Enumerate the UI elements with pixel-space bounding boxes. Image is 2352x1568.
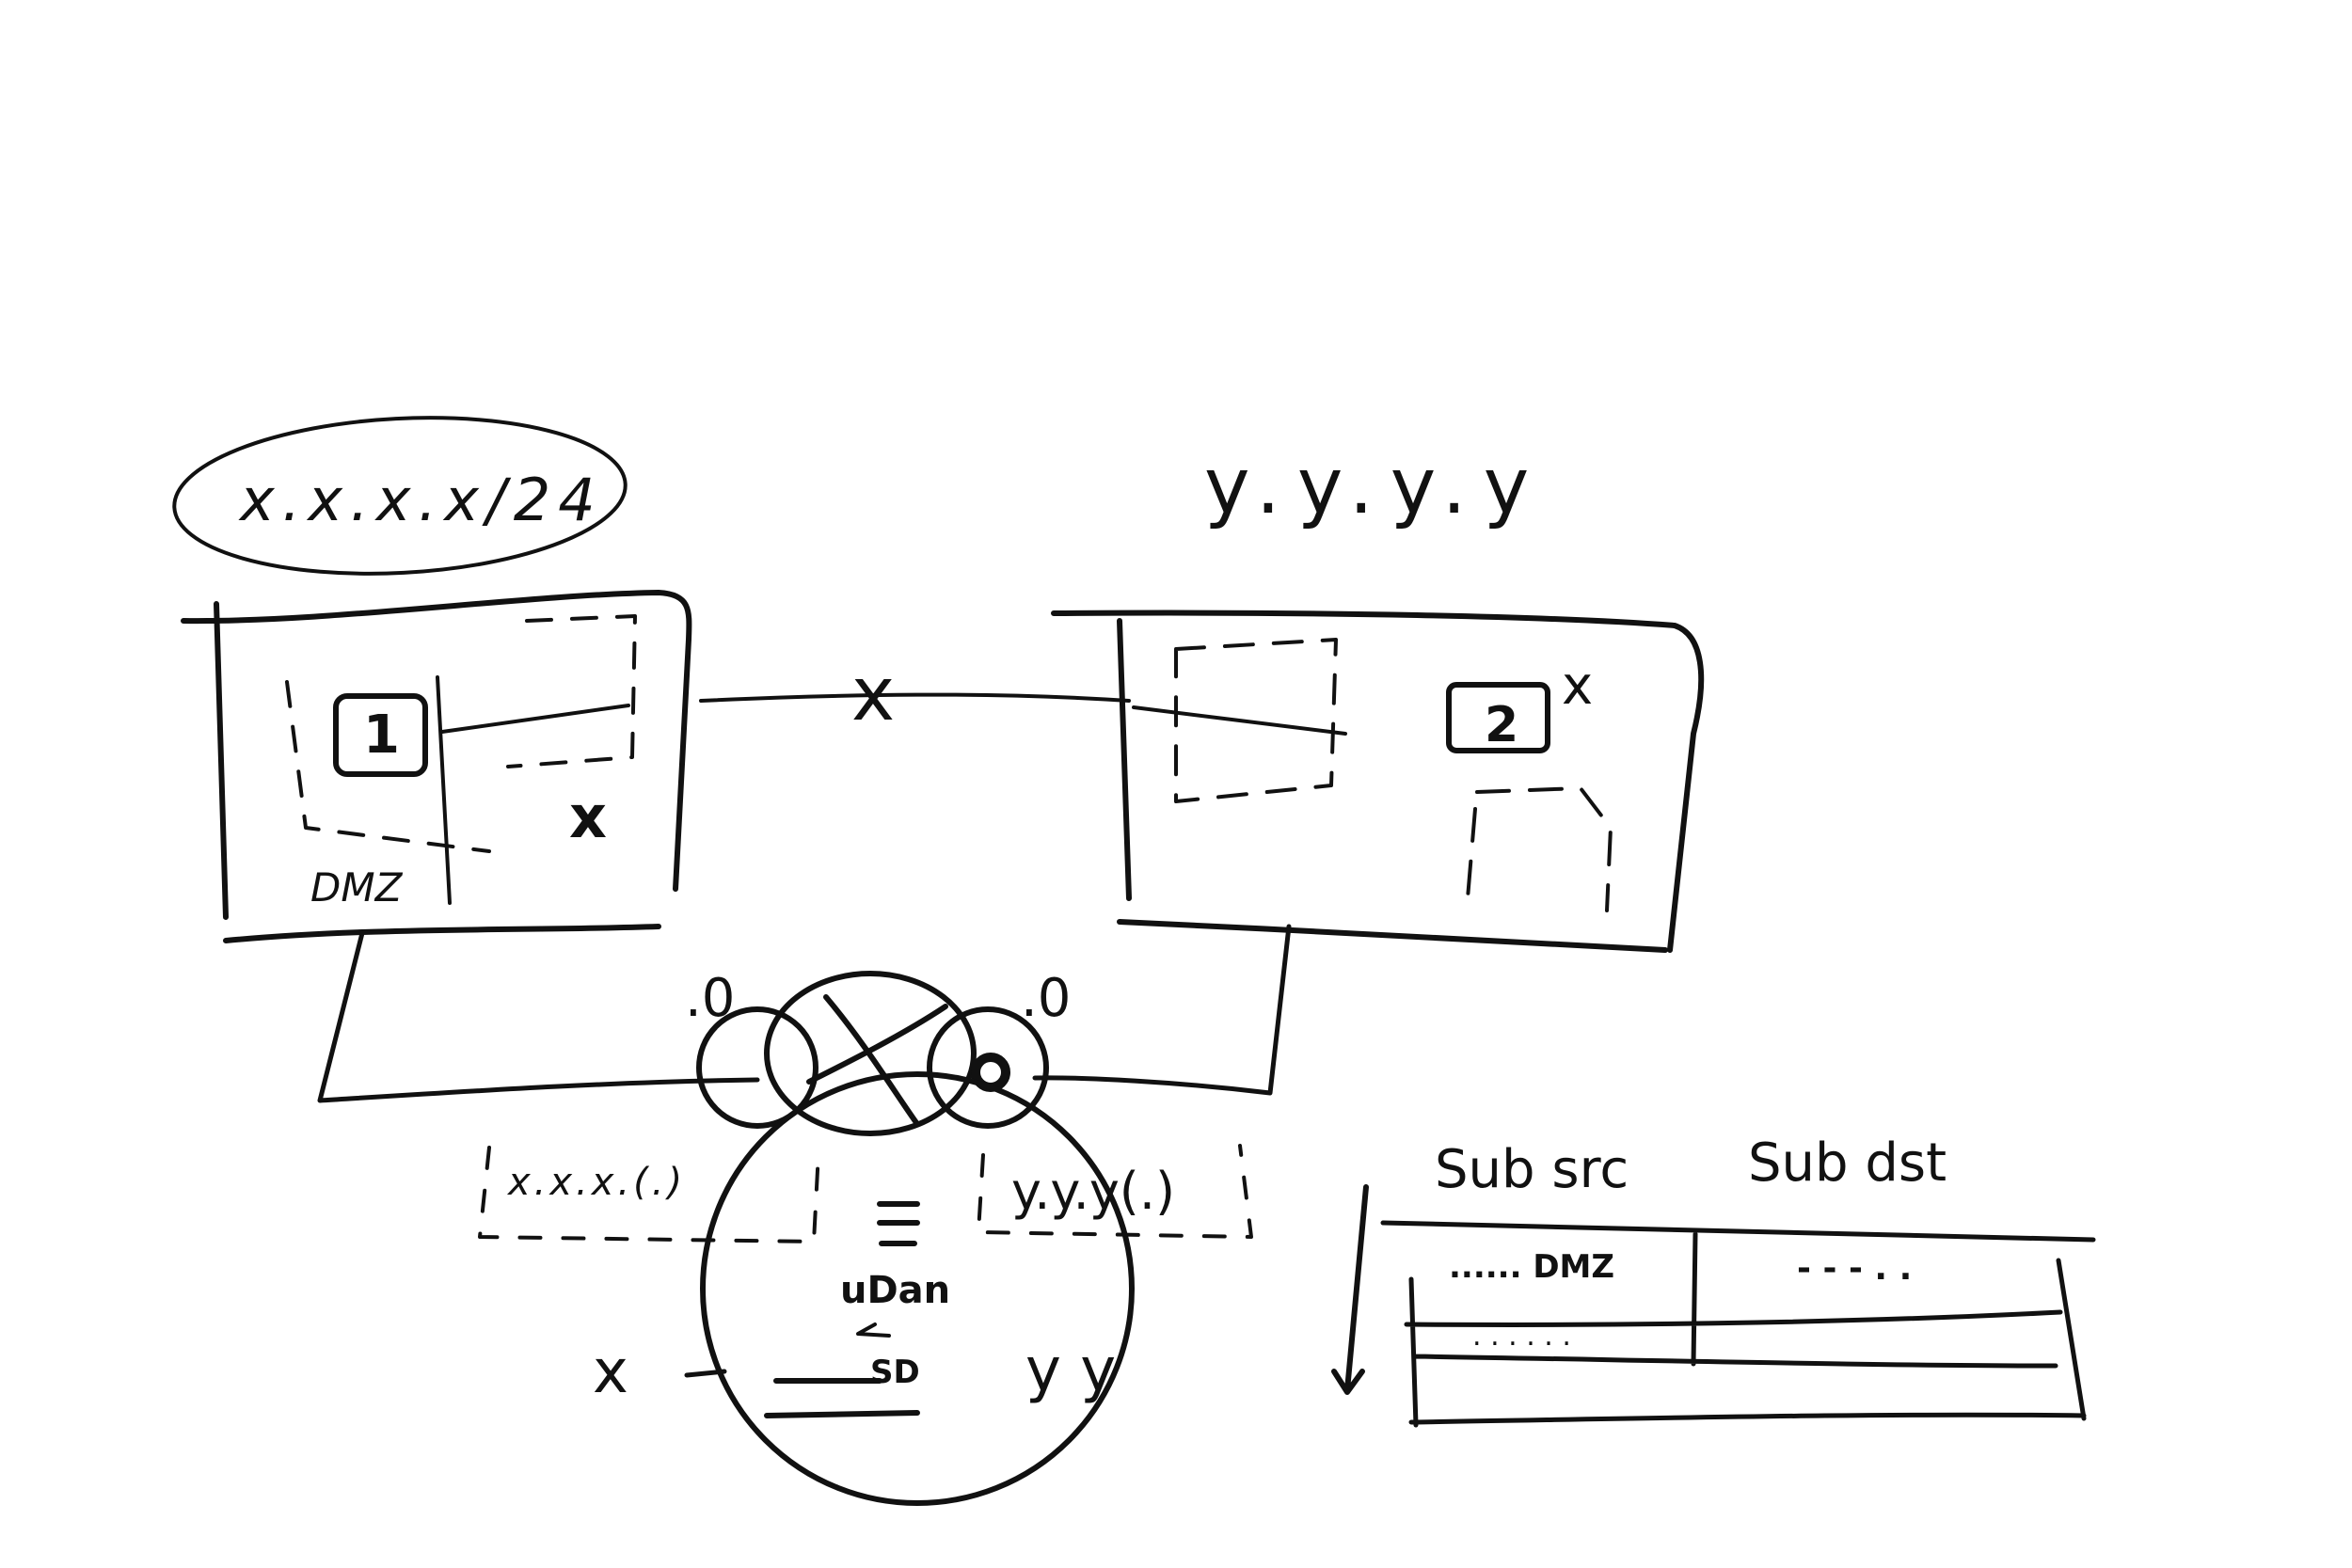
left-network-box bbox=[181, 590, 692, 943]
right-host-label: 2 bbox=[1485, 697, 1518, 753]
address-ellipse bbox=[172, 416, 628, 576]
right-network-address: y.y.y.y bbox=[1204, 442, 1546, 531]
router-left-side-stroke bbox=[684, 1369, 727, 1378]
left-network: x.x.x.x/24 1 x DMZ bbox=[172, 416, 692, 943]
left-interface-label: x.x.x.(.) bbox=[506, 1161, 686, 1204]
right-interface-label: y.y.y(.) bbox=[1011, 1162, 1175, 1221]
right-network: y.y.y.y 2 x bbox=[1051, 442, 1705, 953]
left-network-marker: x bbox=[569, 783, 607, 851]
table-cell: ...... DMZ bbox=[1449, 1248, 1614, 1286]
left-subnet-box bbox=[285, 614, 637, 853]
router-underline bbox=[764, 1378, 920, 1418]
table-header-dst: Sub dst bbox=[1748, 1132, 1947, 1194]
router-left-side-label: x bbox=[593, 1338, 628, 1407]
left-interface-box bbox=[478, 1146, 820, 1243]
left-host-label: 1 bbox=[363, 705, 400, 766]
link-line bbox=[699, 692, 1131, 703]
router-port-left-label: .0 bbox=[685, 968, 735, 1029]
table-cell: - - - . . bbox=[1797, 1249, 1912, 1288]
router-connections bbox=[317, 924, 1292, 1103]
divider bbox=[436, 675, 630, 905]
router-port-right bbox=[927, 1006, 1049, 1129]
order-arrow bbox=[1331, 1184, 1369, 1395]
table-header-src: Sub src bbox=[1435, 1139, 1629, 1200]
link-marker: x bbox=[851, 653, 895, 737]
left-network-address: x.x.x.x/24 bbox=[238, 466, 603, 534]
zone-label: DMZ bbox=[310, 864, 404, 911]
host-icon bbox=[333, 693, 428, 777]
right-network-box bbox=[1051, 610, 1705, 953]
router-body-text: uDan bbox=[840, 1269, 950, 1312]
right-network-marker: x bbox=[1562, 656, 1593, 717]
router-sub-text: SD bbox=[870, 1354, 920, 1391]
router-port-center bbox=[764, 971, 977, 1136]
router-port-right-label: .0 bbox=[1021, 968, 1071, 1029]
router-body bbox=[700, 1071, 1135, 1506]
router-arrow bbox=[856, 1323, 891, 1338]
host-icon bbox=[1446, 682, 1550, 753]
right-subnet-box bbox=[1174, 638, 1338, 803]
network-link: x bbox=[699, 653, 1131, 737]
router-right-side-label: y y bbox=[1025, 1336, 1116, 1405]
router-port-left bbox=[696, 1006, 818, 1129]
rules-table: Sub src Sub dst ...... DMZ - - - . . . .… bbox=[1331, 1132, 2096, 1428]
right-uplink bbox=[1032, 924, 1292, 1096]
right-interface-box bbox=[977, 1144, 1253, 1239]
cross-line bbox=[1132, 705, 1347, 736]
router: .0 .0 uDan SD x.x.x.(.) y.y.y(.) x y y bbox=[478, 968, 1253, 1506]
hamburger-icon bbox=[877, 1201, 920, 1246]
right-lower-box bbox=[1466, 786, 1613, 912]
table-cell: . . . . . . bbox=[1472, 1320, 1571, 1353]
left-uplink bbox=[317, 930, 760, 1103]
crossover-lines bbox=[806, 994, 948, 1127]
table-grid bbox=[1380, 1220, 2096, 1428]
